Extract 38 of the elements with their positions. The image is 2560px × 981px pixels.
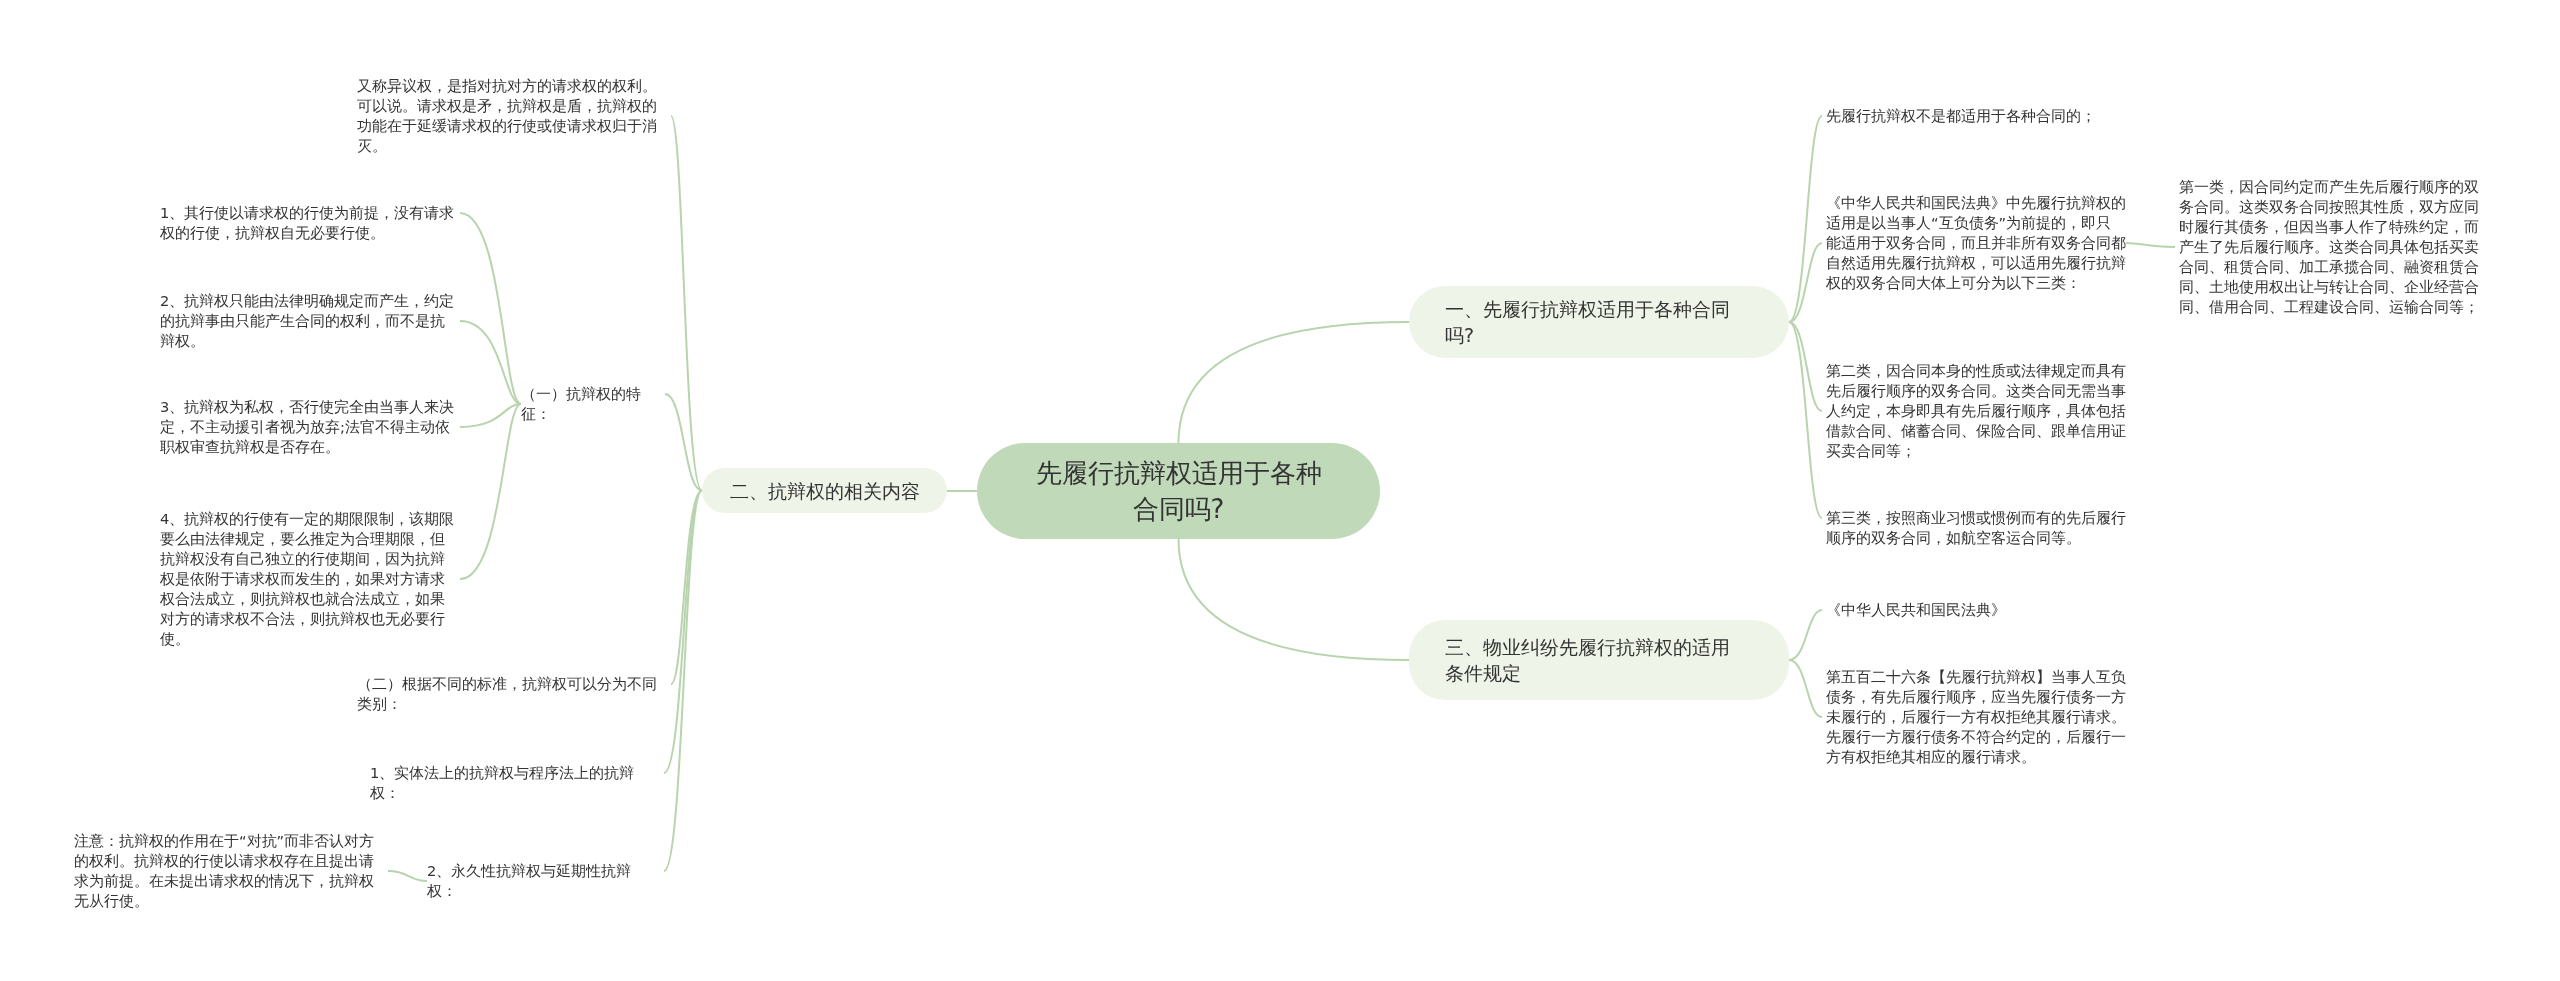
branch-line xyxy=(387,870,428,882)
branch-line xyxy=(459,212,522,405)
branch-text: 第三类，按照商业习惯或惯例而有的先后履行顺序的双务合同，如航空客运合同等。 xyxy=(1826,508,2126,548)
branch-text: 《中华人民共和国民法典》中先履行抗辩权的适用是以当事人“互负债务”为前提的，即只能适用于双务合同，而且并非所有双务合同都自然适用先履行抗辩权，可以适用先履行抗辩权的双务合同大体上可分为以下三类： xyxy=(1826,193,2126,293)
branch-text: 2、抗辩权只能由法律明确规定而产生，约定的抗辩事由只能产生合同的权利，而不是抗辩权。 xyxy=(160,291,456,351)
topic-box: 三、物业纠纷先履行抗辩权的适用条件规定 xyxy=(1409,620,1789,700)
branch-text: 又称异议权，是指对抗对方的请求权的权利。可以说。请求权是矛，抗辩权是盾，抗辩权的功能在于延缓请求权的行使或使请求权归于消灭。 xyxy=(357,76,667,156)
branch-text: 《中华人民共和国民法典》 xyxy=(1826,600,2126,620)
branch-line xyxy=(1788,321,1823,519)
branch-text: 1、实体法上的抗辩权与程序法上的抗辩权： xyxy=(370,763,660,803)
branch-text: 1、其行使以请求权的行使为前提，没有请求权的行使，抗辩权自无必要行使。 xyxy=(160,203,456,243)
branch-line xyxy=(459,403,522,428)
central-topic-box: 先履行抗辩权适用于各种合同吗? xyxy=(977,443,1380,539)
branch-line xyxy=(2125,242,2176,248)
branch-text: 第五百二十六条【先履行抗辩权】当事人互负债务，有先后履行顺序，应当先履行债务一方未履行的，后履行一方有权拒绝其履行请求。先履行一方履行债务不符合约定的，后履行一方有权拒绝其相应的履行请求。 xyxy=(1826,667,2126,767)
branch-line xyxy=(459,403,522,580)
branch-line xyxy=(670,115,703,492)
branch-text: 2、永久性抗辩权与延期性抗辩权： xyxy=(427,861,660,901)
topic-box: 二、抗辩权的相关内容 xyxy=(702,468,947,513)
branch-line xyxy=(663,489,703,774)
branch-line xyxy=(1788,659,1823,718)
branch-text: 3、抗辩权为私权，否行使完全由当事人来决定，不主动援引者视为放弃;法官不得主动依职权审查抗辩权是否存在。 xyxy=(160,397,456,457)
branch-line xyxy=(1788,115,1823,323)
branch-text: （二）根据不同的标准，抗辩权可以分为不同类别： xyxy=(357,674,667,714)
branch-text: 4、抗辩权的行使有一定的期限限制，该期限要么由法律规定，要么推定为合理期限，但抗辩权没有自己独立的行使期间，因为抗辩权是依附于请求权而发生的，如果对方请求权合法成立，则抗辩权也就合法成立，如果对方的请求权不合法，则抗辩权也无必要行使。 xyxy=(160,509,456,649)
topic-box: 一、先履行抗辩权适用于各种合同吗? xyxy=(1409,286,1789,358)
branch-text: 第二类，因合同本身的性质或法律规定而具有先后履行顺序的双务合同。这类合同无需当事人约定，本身即具有先后履行顺序，具体包括借款合同、储蓄合同、保险合同、跟单信用证买卖合同等； xyxy=(1826,361,2126,461)
branch-text: （一）抗辩权的特征： xyxy=(521,384,661,424)
branch-line xyxy=(1177,321,1410,444)
branch-text: 先履行抗辩权不是都适用于各种合同的； xyxy=(1826,106,2226,126)
branch-line xyxy=(946,490,978,492)
branch-line xyxy=(1788,242,1823,323)
branch-text: 第一类，因合同约定而产生先后履行顺序的双务合同。这类双务合同按照其性质，双方应同时履行其债务，但因当事人作了特殊约定，而产生了先后履行顺序。这类合同具体包括买卖合同、租赁合同、加工承揽合同、融资租赁合同、土地使用权出让与转让合同、企业经营合同、借用合同、工程建设合同、运输合同等； xyxy=(2179,177,2485,317)
branch-line xyxy=(1177,538,1410,661)
branch-line xyxy=(459,320,522,405)
branch-line xyxy=(663,489,703,872)
branch-text: 注意：抗辩权的作用在于“对抗”而非否认对方的权利。抗辩权的行使以请求权存在且提出请求为前提。在未提出请求权的情况下，抗辩权无从行使。 xyxy=(74,831,384,911)
branch-line xyxy=(664,393,703,492)
